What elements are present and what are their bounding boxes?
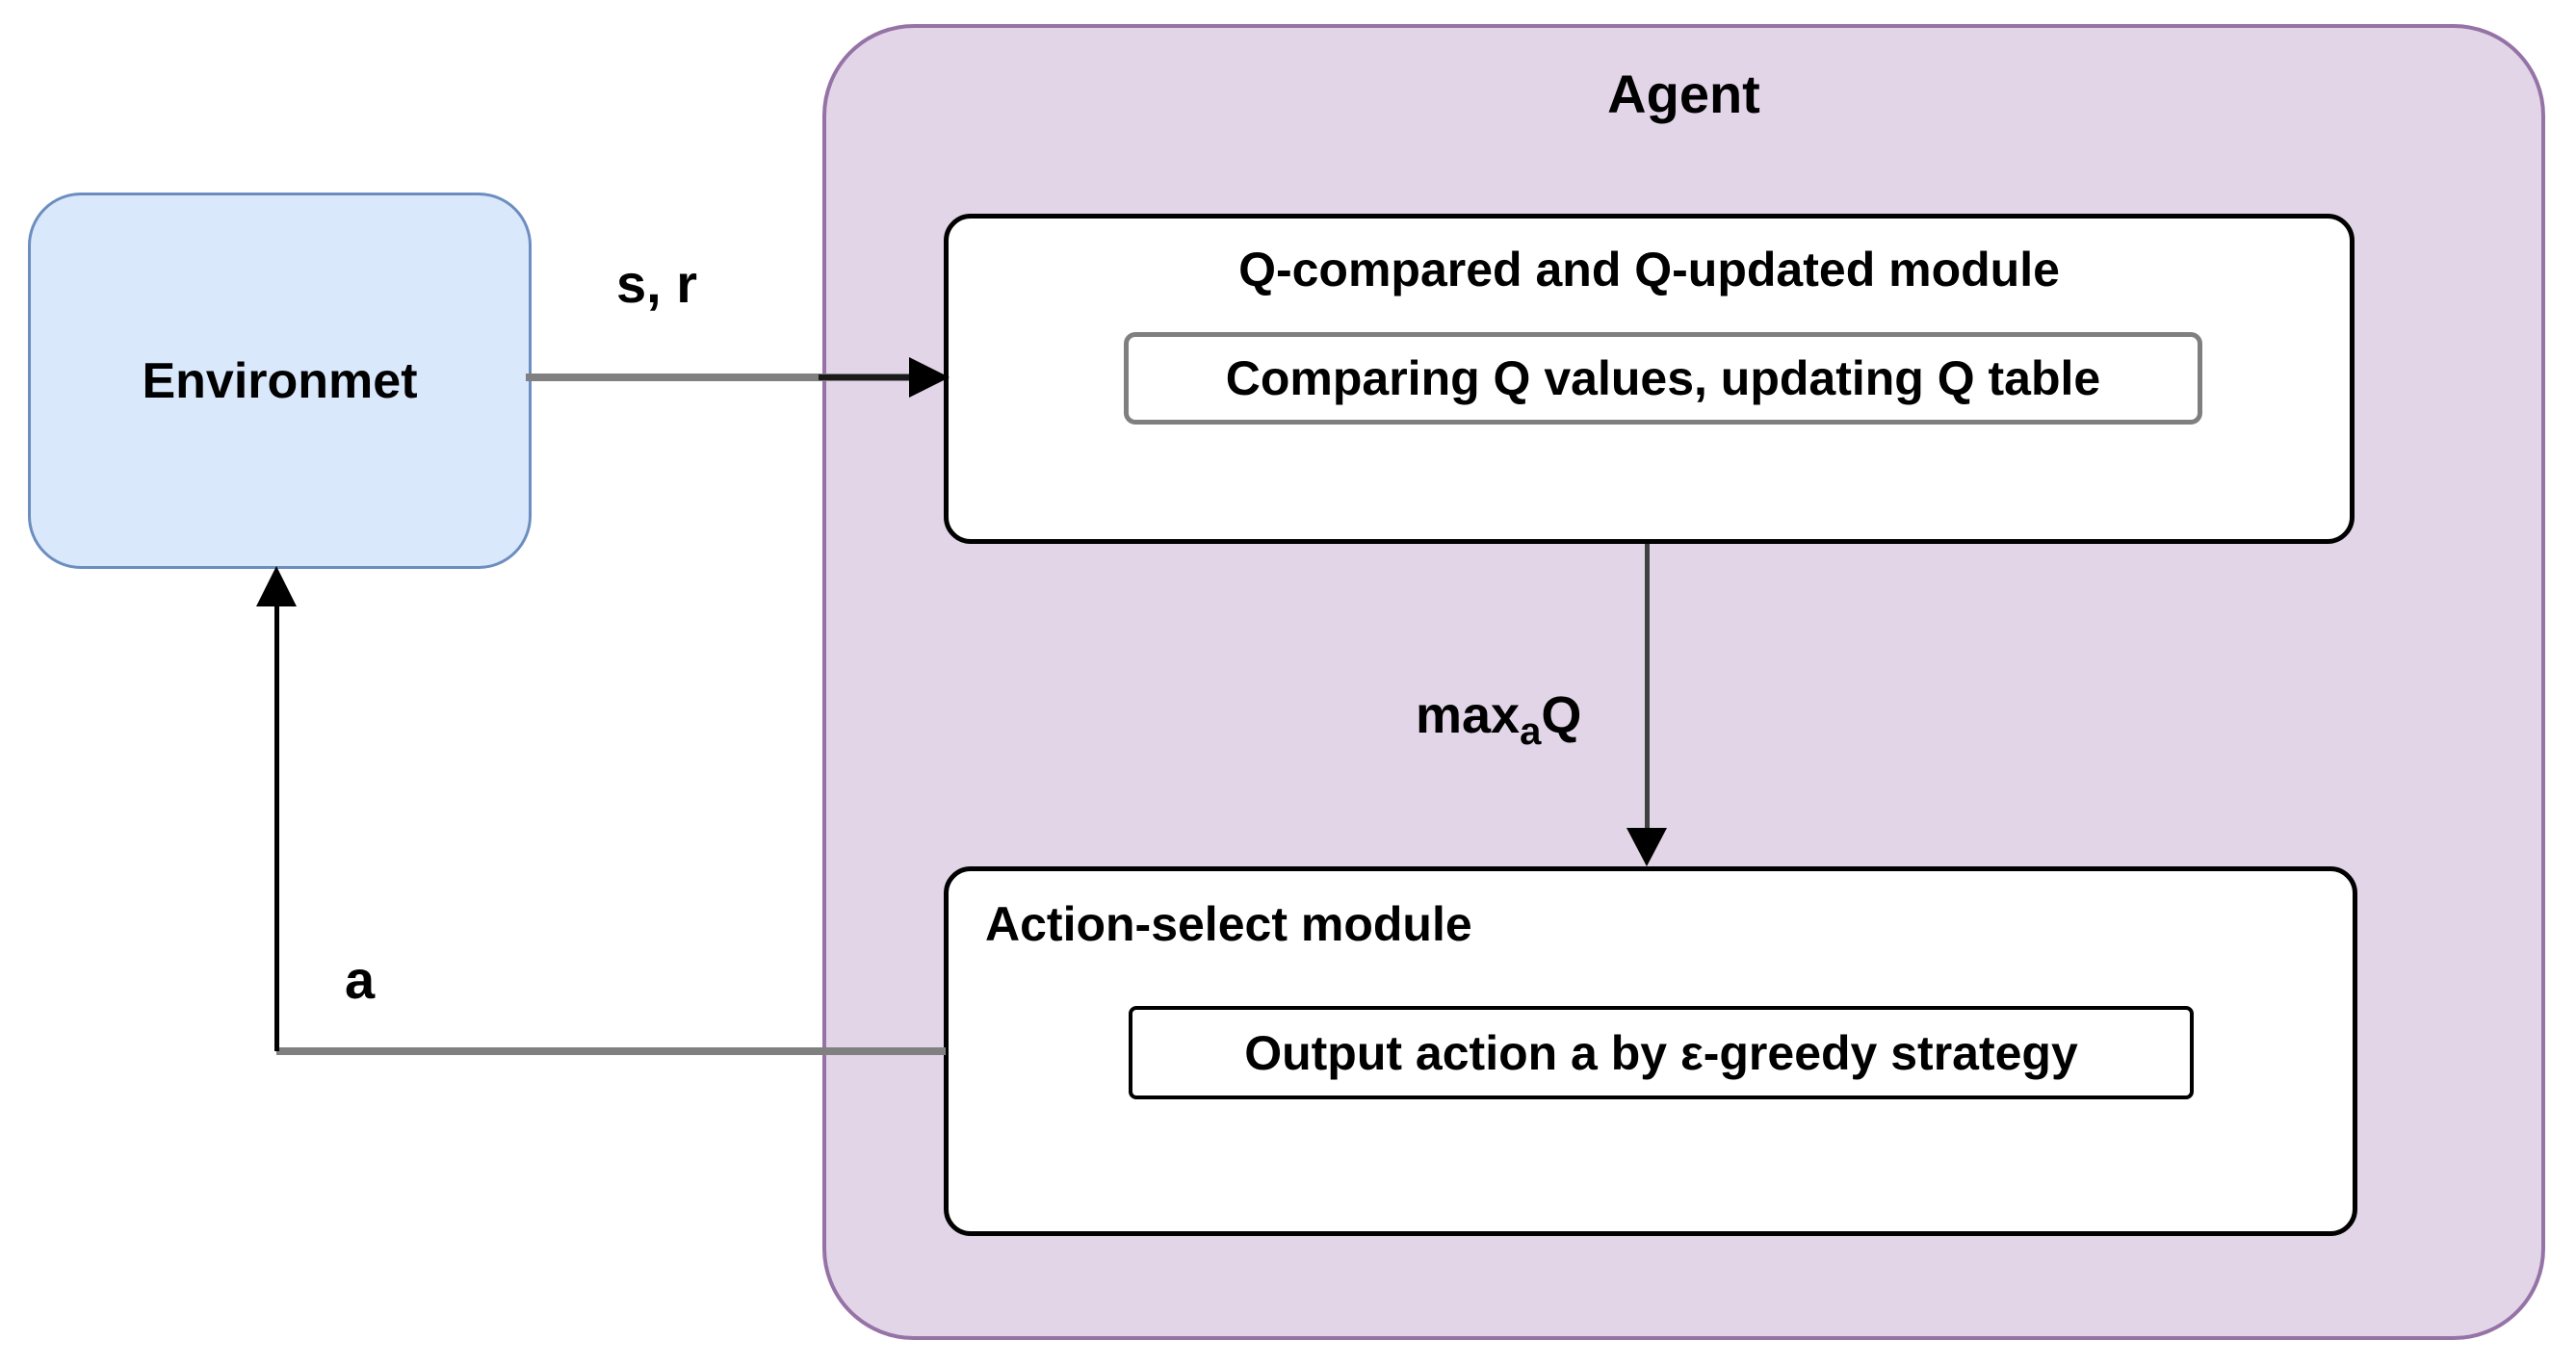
arrowhead-right-icon	[909, 357, 950, 398]
state-reward-line	[526, 374, 915, 381]
action-feedback-hline	[276, 1047, 946, 1055]
state-reward-line-tail	[819, 374, 915, 380]
q-update-module-title: Q-compared and Q-updated module	[1238, 243, 2060, 296]
action-label: a	[345, 949, 376, 1010]
maxq-label-suffix: Q	[1541, 686, 1582, 744]
state-reward-label: s, r	[616, 253, 698, 314]
action-feedback-vline	[274, 595, 279, 1051]
compare-q-values-box: Comparing Q values, updating Q table	[1124, 332, 2202, 425]
environment-node: Environmet	[28, 193, 532, 569]
output-action-box: Output action a by ε-greedy strategy	[1129, 1006, 2194, 1099]
agent-title: Agent	[1607, 64, 1760, 124]
arrowhead-down-icon	[1626, 828, 1667, 866]
maxq-label-prefix: max	[1416, 686, 1521, 744]
action-select-module-title: Action-select module	[985, 897, 1472, 951]
maxq-label: maxaQ	[1416, 685, 1582, 751]
environment-label: Environmet	[142, 352, 418, 409]
maxq-label-subscript: a	[1520, 709, 1542, 753]
compare-q-values-label: Comparing Q values, updating Q table	[1225, 351, 2101, 405]
q-update-module-node: Q-compared and Q-updated module Comparin…	[944, 214, 2355, 544]
action-select-module-node: Action-select module Output action a by …	[944, 866, 2357, 1236]
maxq-line	[1645, 544, 1650, 833]
output-action-label: Output action a by ε-greedy strategy	[1244, 1025, 2078, 1080]
arrowhead-up-icon	[256, 566, 297, 606]
